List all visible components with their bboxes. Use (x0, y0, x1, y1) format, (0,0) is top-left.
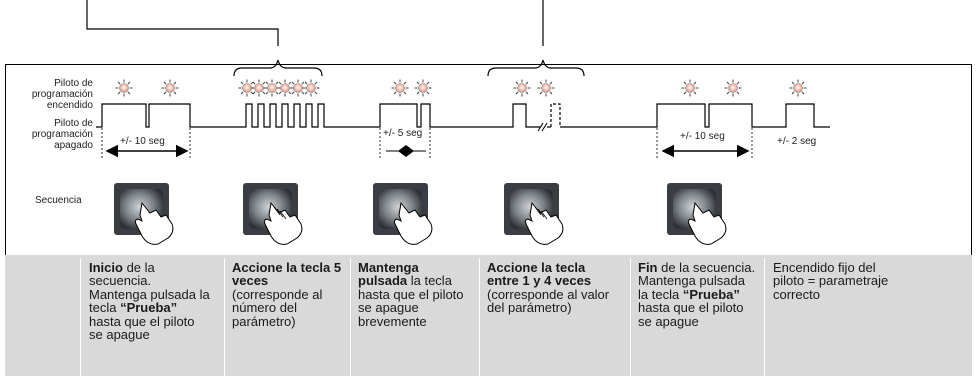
brackets (233, 59, 585, 77)
step-press-5: Accione la tecla 5 veces (corresponde al… (232, 261, 344, 328)
indicator-light-icon (513, 79, 531, 97)
step-text: “Prueba” (120, 300, 178, 316)
step-confirm: Encendido fijo del piloto = parametraje … (773, 261, 891, 301)
indicator-light-icon (161, 79, 179, 97)
duration-ticks (101, 128, 753, 158)
step-text: la tecla hasta que el piloto se apague b… (358, 273, 464, 329)
indicator-light-icon (276, 79, 294, 97)
indicator-light-icon (789, 79, 807, 97)
diamond-marker (398, 145, 414, 157)
indicator-lights (115, 79, 807, 97)
indicator-light-icon (263, 79, 281, 97)
push-button-photo (114, 183, 174, 245)
button-illustrations (114, 183, 727, 245)
step-text: Accione la tecla entre 1 y 4 veces (487, 260, 592, 289)
indicator-light-icon (115, 79, 133, 97)
divider-6 (764, 258, 765, 376)
step-text: Fin (638, 260, 658, 275)
step-hold: Mantenga pulsada la tecla hasta que el p… (358, 261, 470, 328)
push-button-photo (373, 183, 433, 245)
step-end: Fin de la secuencia. Mantenga pulsada la… (638, 261, 756, 328)
step-text: de la secuencia. Mantenga pulsada la tec… (89, 260, 210, 316)
divider-5 (630, 258, 631, 376)
push-button-photo (504, 183, 564, 245)
indicator-light-icon (414, 79, 432, 97)
indicator-light-icon (724, 79, 742, 97)
break-symbol (537, 122, 548, 132)
indicator-light-icon (537, 79, 555, 97)
indicator-light-icon (289, 79, 307, 97)
step-text: (corresponde al valor del parámetro) (487, 286, 610, 316)
step-text: Inicio (89, 260, 123, 275)
step-text: de la secuencia. Mantenga pulsada la tec… (638, 260, 756, 302)
step-text: Accione la tecla 5 veces (232, 260, 342, 289)
sequence-label: Secuencia (35, 195, 82, 206)
push-button-photo (667, 183, 727, 245)
step-text: Encendido fijo del piloto = parametraje … (773, 260, 889, 302)
hand-pointer-icon (263, 201, 303, 245)
indicator-light-icon (391, 79, 409, 97)
push-button-photo (243, 183, 303, 245)
connector-lines (86, 0, 544, 46)
hand-pointer-icon (524, 201, 564, 245)
step-text: “Prueba” (682, 286, 740, 302)
indicator-light-icon (681, 79, 699, 97)
step-text: Mantenga pulsada (358, 260, 419, 289)
hand-pointer-icon (687, 201, 727, 245)
step-start: Inicio de la secuencia. Mantenga pulsada… (89, 260, 211, 343)
step-text: hasta que el piloto se apague (89, 313, 195, 343)
divider-3 (350, 258, 351, 376)
divider-1 (80, 258, 81, 376)
duration-2: +/- 5 seg (383, 128, 423, 139)
indicator-light-icon (302, 79, 320, 97)
duration-4: +/- 2 seg (777, 136, 817, 147)
divider-2 (224, 258, 225, 376)
step-text: (corresponde al número del parámetro) (232, 286, 323, 329)
duration-1: +/- 10 seg (120, 136, 165, 147)
duration-3: +/- 10 seg (680, 131, 725, 142)
steps-band (5, 255, 972, 376)
step-text: hasta que el piloto se apague (638, 300, 744, 329)
signal-waveform (96, 103, 830, 128)
indicator-light-icon (250, 79, 268, 97)
divider-4 (479, 258, 480, 376)
hand-pointer-icon (393, 201, 433, 245)
hand-pointer-icon (134, 201, 174, 245)
step-press-1-4: Accione la tecla entre 1 y 4 veces (corr… (487, 261, 619, 315)
